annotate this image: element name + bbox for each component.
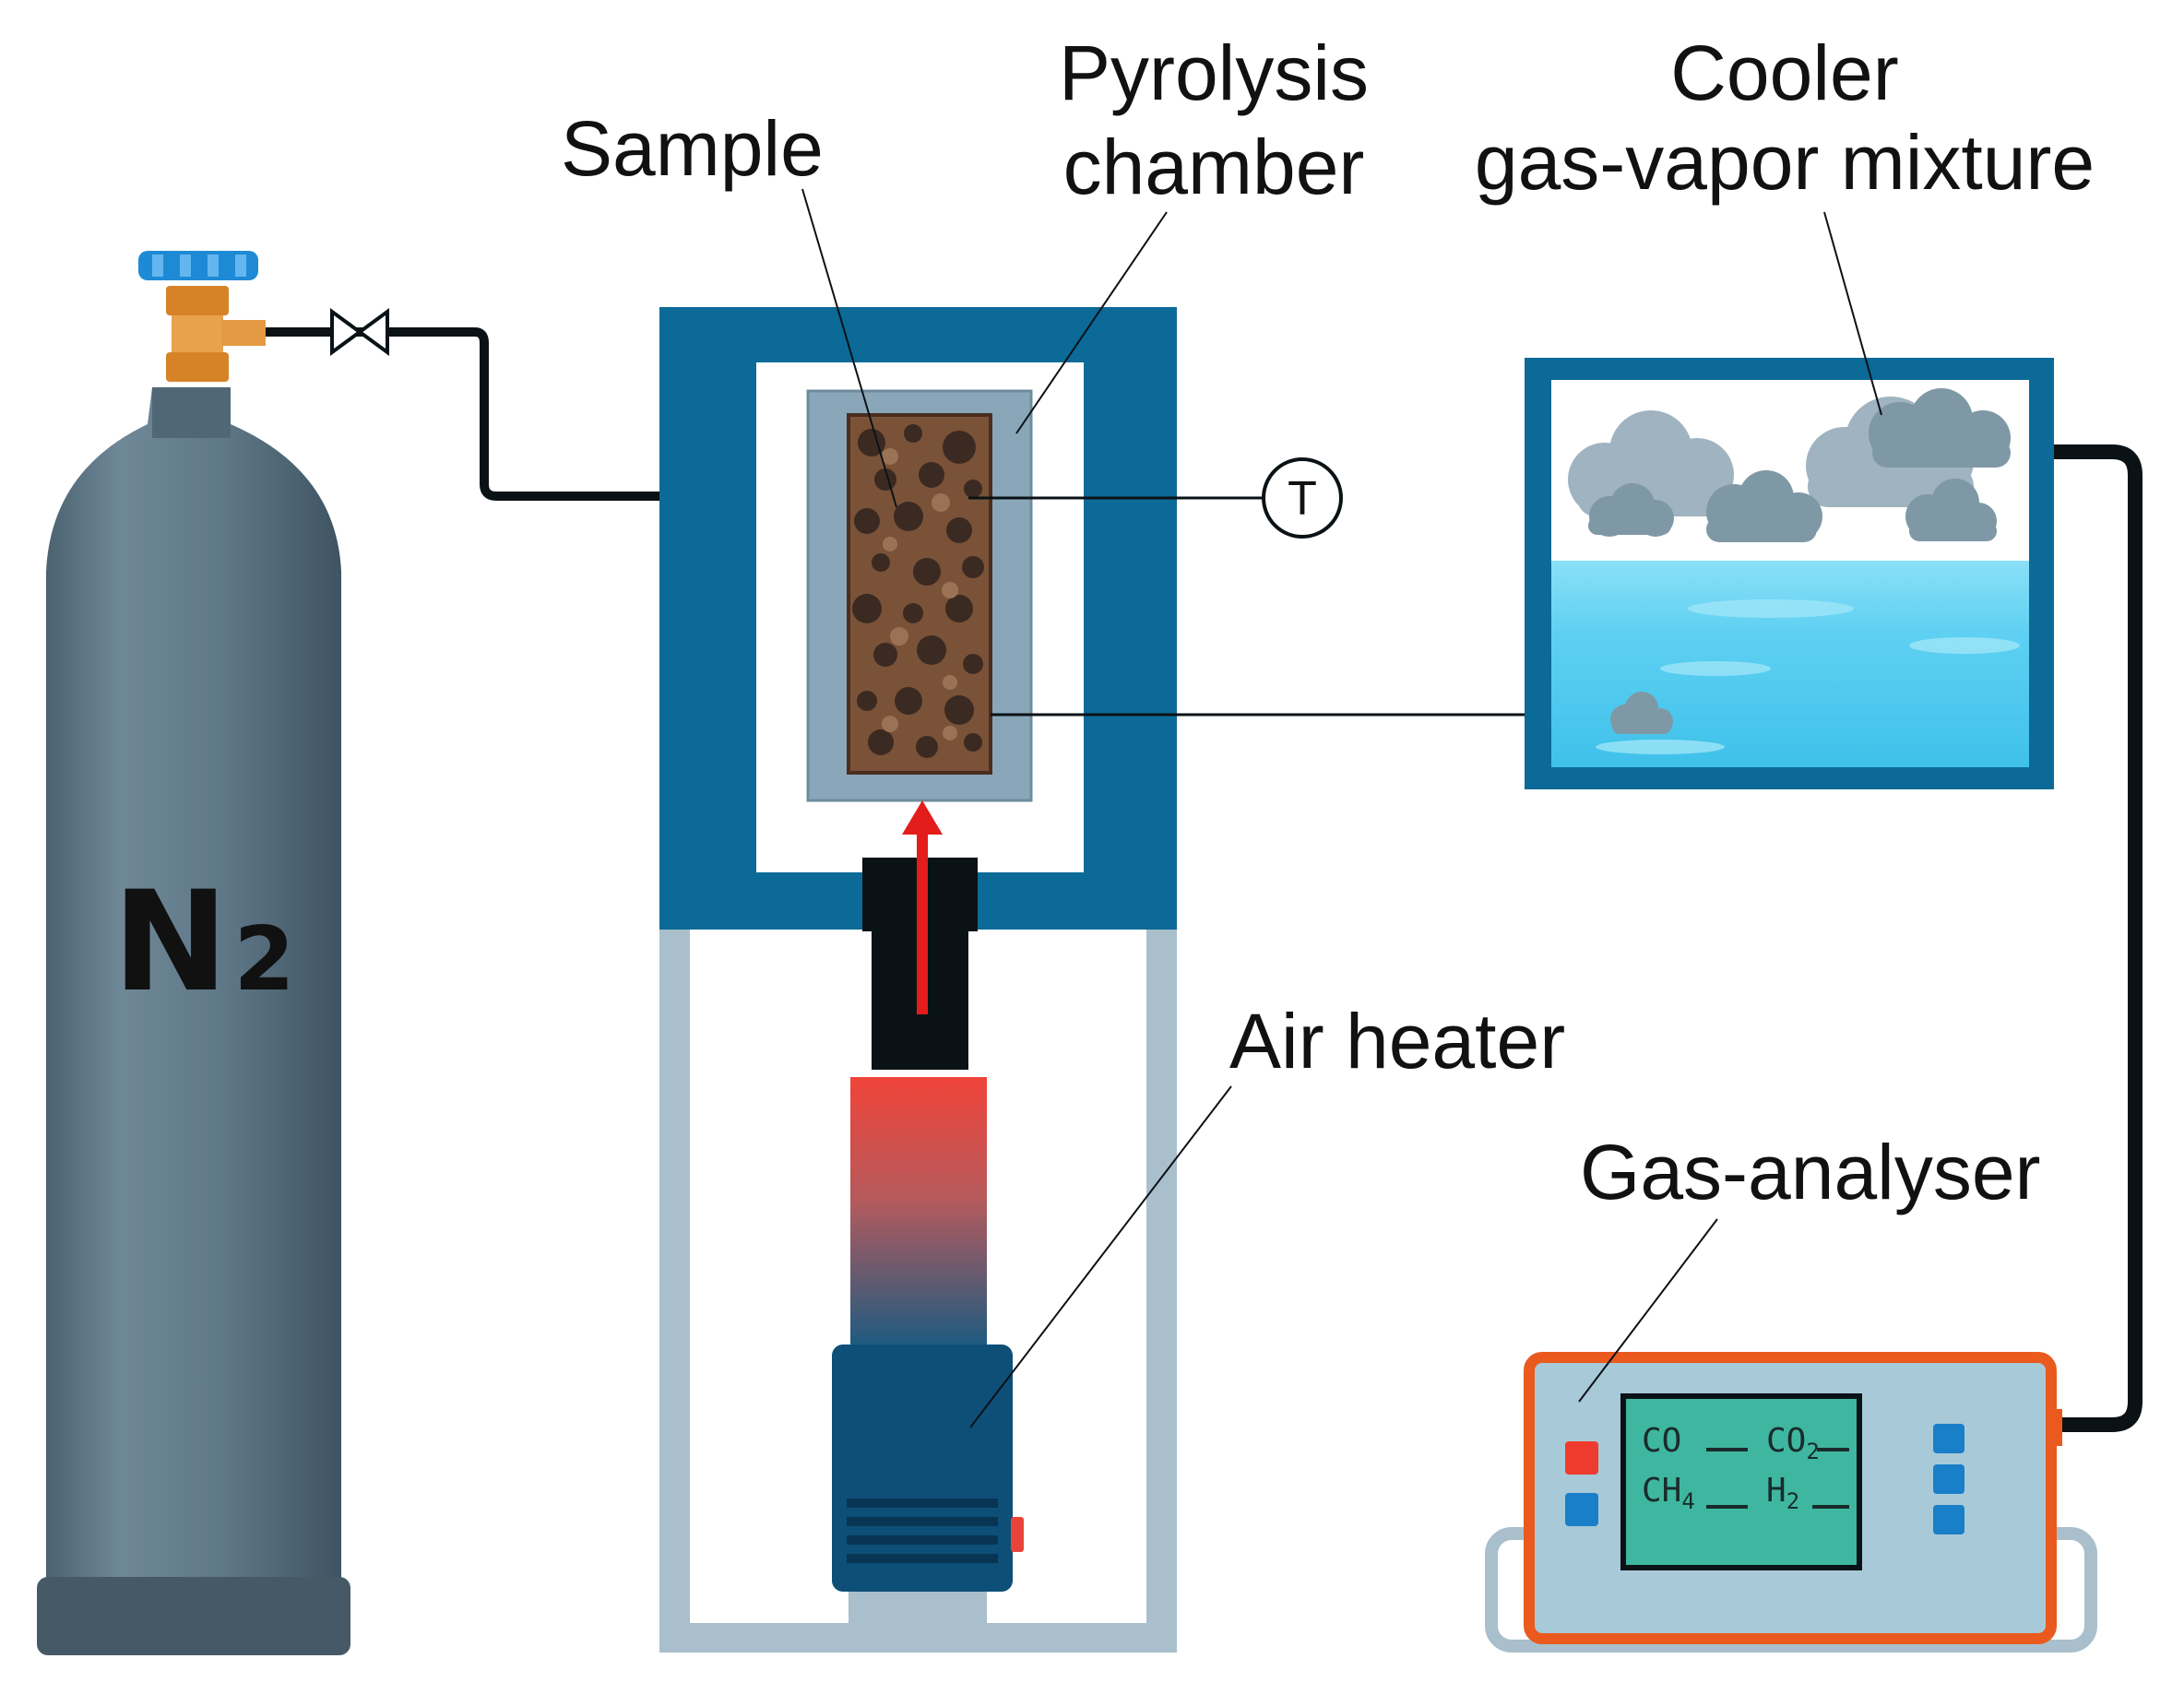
gas-analyser: CO CO2 CH4 H2 [1485,1352,2097,1653]
readout-h2: H2 [1766,1472,1799,1514]
heater-switch-icon [1011,1517,1024,1552]
analyser-blue-button-right-3[interactable] [1933,1505,1964,1534]
heater-barrel [850,1077,987,1345]
readout-co: CO [1642,1422,1681,1460]
analyser-screen [1620,1393,1862,1570]
shutoff-valve-icon [330,308,389,356]
readout-co2: CO2 [1766,1422,1820,1464]
cylinder-gas-label: N2 [113,862,295,1023]
label-air-heater: Air heater [1229,998,1565,1084]
cylinder-neck [152,387,231,438]
support-leg-right [1146,922,1177,1653]
label-cooler-line1: Cooler [1670,30,1898,116]
cooler [1525,358,2054,789]
thermocouple-label: T [1288,472,1317,526]
readout-ch4: CH4 [1642,1472,1695,1514]
cooler-water [1551,561,2029,767]
analyser-blue-button-right-1[interactable] [1933,1424,1964,1453]
nitrogen-feed-line [266,308,850,501]
leader-air-heater [969,1085,1232,1428]
thermocouple-icon [1262,457,1343,539]
leader-pyrolysis [1015,211,1168,434]
heater-body [832,1345,1013,1592]
analyser-blue-button-left[interactable] [1565,1493,1598,1526]
label-cooler-line2: gas-vapor mixture [1475,119,2095,206]
leader-sample [801,188,897,508]
gas-sample-line [2054,444,2142,1432]
leader-gas-analyser [1578,1218,1718,1403]
label-pyrolysis-line2: chamber [1063,124,1365,210]
sample-bed [847,413,992,775]
nitrogen-cylinder: N2 [37,387,350,1655]
vapor-clouds [1568,388,2011,734]
labels: Sample Pyrolysis chamber Cooler gas-vapo… [561,30,2095,1428]
cylinder-valve [138,251,266,382]
air-heater [832,800,1024,1592]
hot-air-arrow-head [902,800,943,835]
leader-cooler [1823,211,1882,416]
analyser-red-button[interactable] [1565,1441,1598,1475]
label-pyrolysis-line1: Pyrolysis [1059,30,1369,116]
label-sample: Sample [561,105,824,192]
valve-cap-icon [138,251,258,280]
cylinder-base [37,1577,350,1655]
analyser-blue-button-right-2[interactable] [1933,1464,1964,1494]
cylinder-body [46,387,341,1586]
label-gas-analyser: Gas-analyser [1580,1129,2041,1215]
support-leg-left [659,922,690,1653]
pyrolysis-chamber-frame: T [659,307,1609,1653]
